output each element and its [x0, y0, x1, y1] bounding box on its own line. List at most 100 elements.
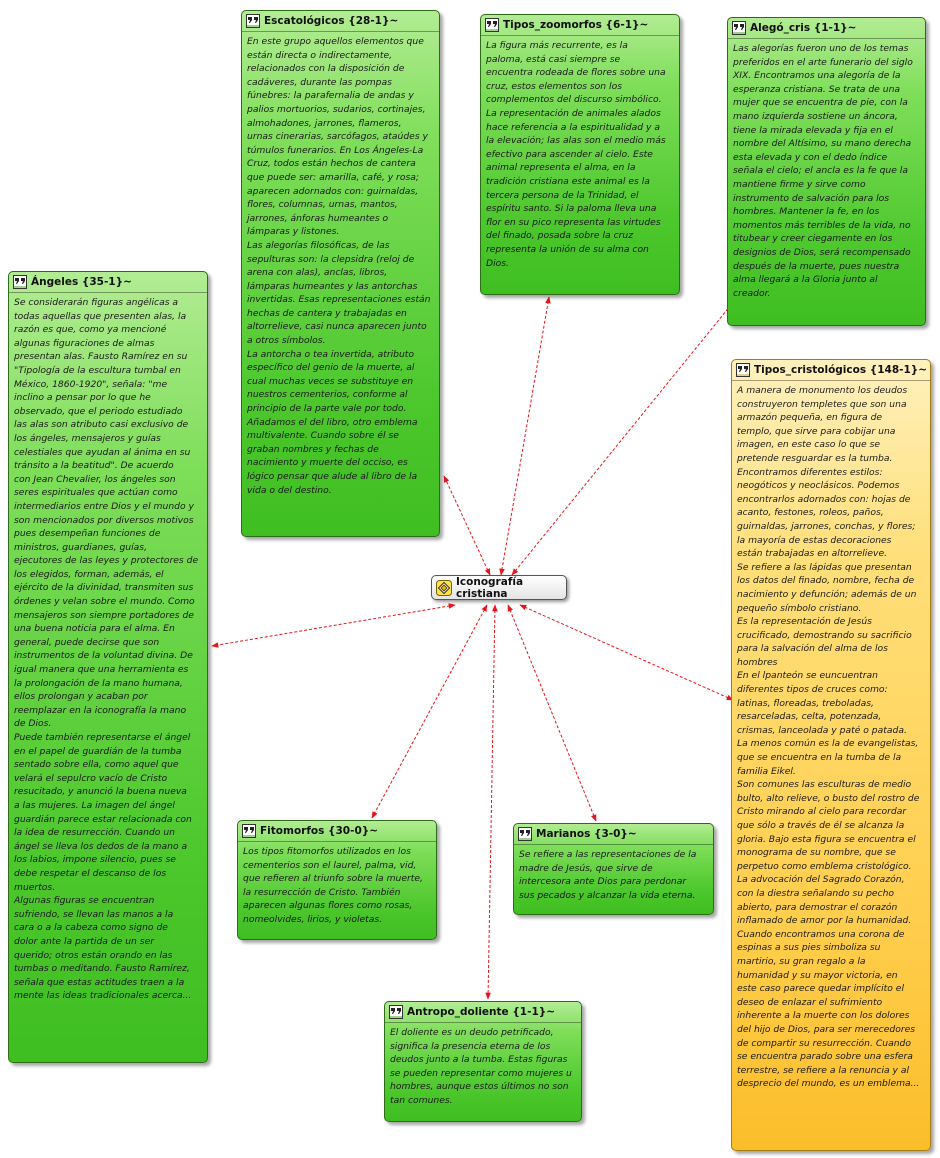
node-tipos-zoomorfos[interactable]: Tipos_zoomorfos {6-1}~ La figura más rec… — [480, 14, 680, 295]
link-marianos — [507, 604, 597, 822]
memo-line: a otros símbolos. — [247, 335, 326, 347]
memo-line: tradición cristiana este animal es la — [486, 175, 650, 187]
memo-line: Se refiere a las representaciones de la — [519, 849, 697, 860]
memo-line: flor en su pico representa las virtudes — [486, 216, 661, 228]
memo-line: titubear y creer ciegamente en los — [733, 233, 893, 245]
quotation-icon — [242, 824, 256, 838]
memo-line: pequeño símbolo cristiano. — [737, 602, 862, 614]
memo-line: complementos del discurso simbólico. — [486, 94, 662, 106]
memo-line: designios de Dios, será recompensado — [733, 246, 911, 258]
center-node-title: Iconografía cristiana — [456, 575, 524, 600]
memo-line: órdenes y velan sobre el mundo. Como — [14, 596, 195, 608]
memo-line: crismas, lanceolada y paté o patada. — [737, 724, 907, 736]
memo-line: se pueden representar como mujeres u — [390, 1067, 572, 1079]
memo-line: de Dios. — [14, 718, 52, 730]
memo-line: hombres — [737, 656, 778, 668]
node-fitomorfos-title: Fitomorfos {30-0}~ — [260, 825, 379, 837]
memo-line: mano izquierda sostiene un áncora, — [733, 110, 898, 122]
memo-line: túmulos funerarios. En Los Ángeles-La — [247, 144, 424, 156]
node-tipos-cristologicos-title: Tipos_cristológicos {148-1}~ — [754, 364, 928, 376]
memo-line: crucificado, demostrando su sacrificio — [737, 629, 912, 641]
node-fitomorfos[interactable]: Fitomorfos {30-0}~ Los tipos fitomorfos … — [237, 820, 437, 940]
memo-line: Es la representación de Jesús — [737, 616, 872, 628]
memo-line: están trabajadas en altorrelieve. — [737, 548, 888, 560]
memo-line: aparecen adornados con: guirnaldas, — [247, 185, 419, 197]
memo-line: cara o a la cabeza como signo de — [14, 922, 168, 934]
memo-line: mujer que se encuentra de pie, con la — [733, 97, 908, 109]
node-antropo-doliente-header: Antropo_doliente {1-1}~ — [385, 1002, 581, 1023]
memo-line: inclino a pensar por lo que he — [14, 392, 151, 404]
memo-line: efectivo para ascender al cielo. Este — [486, 148, 653, 160]
memo-line: Cuando encontramos una corona de — [737, 928, 905, 940]
node-tipos-cristologicos[interactable]: Tipos_cristológicos {148-1}~ A manera de… — [731, 359, 931, 1151]
memo-line: nacimiento y defunción; además de un — [737, 588, 917, 600]
memo-line: monograma de su nombre, que se — [737, 847, 896, 859]
memo-line: guardián parece estar relacionada con — [14, 813, 192, 825]
memo-line: lógico pensar que alude al libro de la — [247, 471, 418, 482]
memo-line: La figura más recurrente, es la — [486, 40, 628, 51]
memo-line: presentan alas. Fausto Ramírez en su — [14, 351, 188, 363]
memo-line: después de la muerte, pues nuestra — [733, 260, 900, 272]
node-marianos-header: Marianos {3-0}~ — [514, 824, 713, 845]
node-alego-cris[interactable]: Alegó_cris {1-1}~ Las alegorías fueron u… — [727, 17, 926, 326]
code-family-icon — [436, 579, 452, 596]
memo-line: la mayoría de estas decoraciones — [737, 534, 892, 546]
memo-line: animal representa el alma, en la — [486, 162, 636, 174]
memo-line: XIX. Encontramos una alegoría de la — [733, 70, 901, 82]
memo-line: imagen, en este caso lo que se — [737, 439, 881, 451]
memo-line: con Jean Chevalier, los ángeles son — [14, 473, 176, 485]
memo-line: seres espirituales que actúan como — [14, 487, 178, 499]
node-angeles-text: Se considerarán figuras angélicas a todas… — [9, 293, 207, 1003]
memo-line: nombre del Altísimo, su mano derecha — [733, 138, 912, 150]
memo-line: desprecio del mundo, es un emblema... — [737, 1078, 920, 1090]
memo-line: los ángeles, mensajeros y guías — [14, 432, 161, 444]
node-angeles[interactable]: Ángeles {35-1}~ Se considerarán figuras … — [8, 271, 208, 1063]
memo-line: abierto, para demostrar el corazón — [737, 901, 898, 913]
memo-line: encuentra rodeada de flores sobre una — [486, 67, 666, 79]
memo-line: diferentes tipos de cruces como: — [737, 684, 888, 696]
memo-line: Se considerarán figuras angélicas a — [14, 297, 179, 308]
memo-line: ejecutores de las leyes y protectores de — [14, 555, 199, 567]
memo-line: dolor ante la partida de un ser — [14, 935, 155, 947]
memo-line: pues desempeñan funciones de — [14, 528, 161, 540]
memo-line: todas aquellas que presenten alas, la — [14, 310, 187, 322]
memo-line: ejército de la divinidad, transmiten sus — [14, 582, 194, 594]
memo-line: igual manera que una herramienta es — [14, 664, 189, 676]
node-marianos[interactable]: Marianos {3-0}~ Se refiere a las represe… — [513, 823, 714, 915]
node-tipos-zoomorfos-title: Tipos_zoomorfos {6-1}~ — [503, 19, 649, 31]
link-angeles — [211, 603, 456, 648]
memo-line: espíritu santo. Si la paloma lleva una — [486, 203, 657, 215]
node-alego-cris-header: Alegó_cris {1-1}~ — [728, 18, 925, 39]
memo-line: aparecen algunas flores como rosas, — [243, 900, 413, 912]
memo-line: invertidas. Esas representaciones están — [247, 294, 431, 306]
node-antropo-doliente[interactable]: Antropo_doliente {1-1}~ El doliente es u… — [384, 1001, 582, 1122]
memo-line: A manera de monumento los deudos — [737, 385, 908, 396]
memo-line: instrumentos de la voluntad divina. De — [14, 650, 193, 662]
memo-line: resarceladas, celta, potenzada, — [737, 711, 882, 723]
memo-line: gloria. Bajo esta figura se encuentra el — [737, 833, 916, 845]
node-escatologicos[interactable]: Escatológicos {28-1}~ En este grupo aque… — [241, 10, 440, 537]
memo-line: Cristo mirando al cielo para recordar — [737, 806, 907, 818]
memo-line: debe respetar el descanso de los — [14, 867, 167, 879]
center-node-iconografia-cristiana[interactable]: Iconografía cristiana — [431, 575, 567, 600]
memo-line: Se refiere a las lápidas que presentan — [737, 561, 912, 573]
memo-line: significa la presencia eterna de los — [390, 1040, 551, 1052]
link-escatologicos — [443, 475, 491, 576]
memo-line: ellos prolongan y acaban por — [14, 691, 148, 703]
memo-line: La menos común es la de evangelistas, — [737, 738, 919, 750]
quotation-icon — [485, 18, 499, 32]
link-zoomorfos — [499, 296, 551, 576]
quotation-icon — [736, 363, 750, 377]
memo-line: que refieren al triunfo sobre la muerte, — [243, 873, 423, 885]
memo-line: encontrarlos adornados con: hojas de — [737, 493, 911, 505]
memo-line: hechas de cantera y trabajadas en — [247, 307, 407, 319]
memo-line: cual muchas veces se substituye en — [247, 375, 414, 387]
memo-line: ángel se lleva los dedos de la mano a — [14, 840, 188, 852]
memo-line: los labios, impone silencio, pues se — [14, 854, 176, 866]
memo-line: sufriendo, se llevan las manos a la — [14, 908, 174, 920]
memo-line: Cruz, todos están hechos de cantera — [247, 158, 416, 170]
memo-line: hombres. Mantener la fe, en los — [733, 206, 880, 218]
memo-line: Los tipos fitomorfos utilizados en los — [243, 846, 411, 857]
